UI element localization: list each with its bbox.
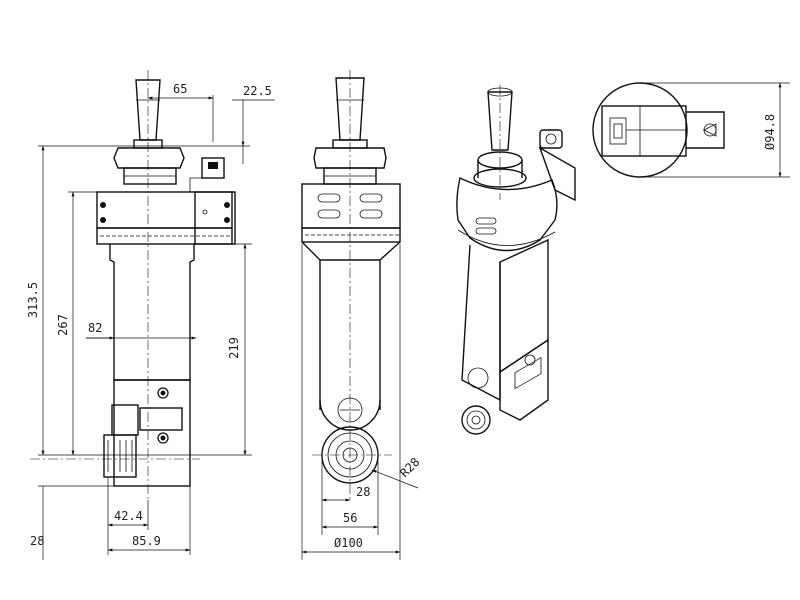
dim-r28: R28 [397, 455, 422, 480]
dim-28-bottom: 28 [356, 485, 370, 499]
dim-diameter-94-8: Ø94.8 [763, 114, 777, 150]
dim-82: 82 [88, 321, 102, 335]
side-body-end [319, 399, 381, 431]
dim-65: 65 [173, 82, 187, 96]
dim-85-9: 85.9 [132, 534, 161, 548]
top-detail-view: Ø94.8 [592, 82, 790, 178]
dim-313-5: 313.5 [26, 282, 40, 318]
detail-body [601, 105, 687, 157]
front-flange [113, 147, 185, 169]
side-head [301, 183, 401, 229]
dim-22-5: 22.5 [243, 84, 272, 98]
front-label-plate [139, 407, 183, 431]
side-view: 28 R28 56 Ø100 [301, 70, 422, 560]
front-spindle-housing [111, 404, 139, 436]
dim-42-4: 42.4 [114, 509, 143, 523]
dim-56: 56 [343, 511, 357, 525]
dim-diameter-100: Ø100 [334, 536, 363, 550]
front-view: 65 22.5 313.5 267 82 219 28 42.4 [26, 70, 275, 560]
front-scale-ring [96, 227, 233, 245]
dim-267: 267 [56, 314, 70, 336]
iso-head [456, 176, 558, 252]
front-body [109, 244, 195, 381]
detail-stop-block [686, 111, 725, 149]
front-collet-nut [103, 434, 137, 478]
dim-219: 219 [227, 337, 241, 359]
isometric-view [456, 85, 576, 435]
front-head-body [96, 191, 233, 229]
iso-body-right [499, 238, 549, 374]
side-flange [313, 147, 387, 169]
dim-28-left: 28 [30, 534, 44, 548]
iso-taper [487, 91, 513, 151]
front-lower-body [113, 379, 191, 487]
iso-spindle [461, 405, 491, 435]
iso-stop-block [539, 129, 563, 149]
